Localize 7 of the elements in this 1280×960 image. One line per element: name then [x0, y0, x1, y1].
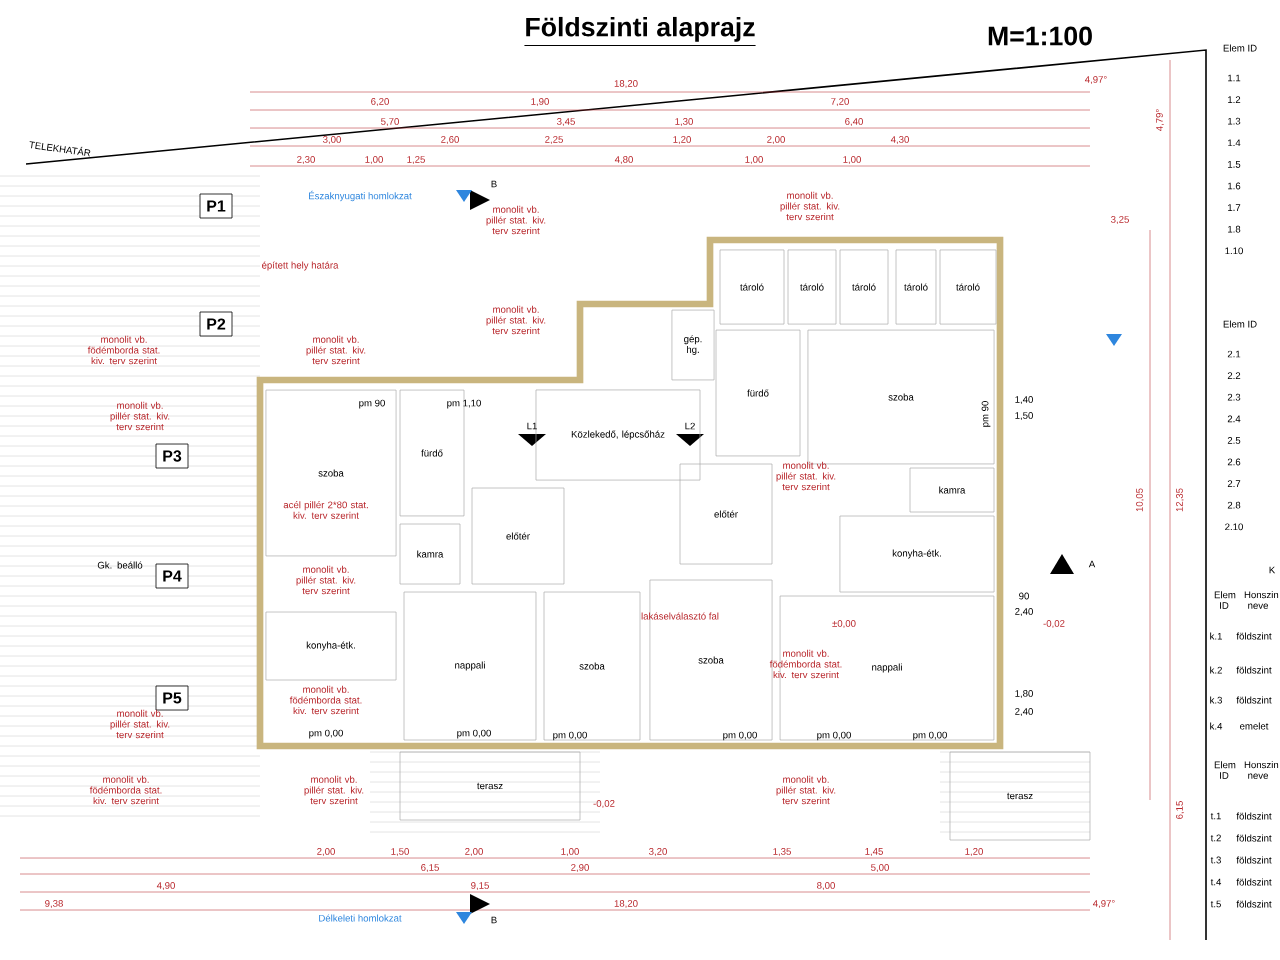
parking-label: P2 — [199, 311, 233, 337]
title: Földszinti alaprajz — [523, 16, 757, 47]
parking-label: P1 — [199, 193, 233, 219]
parking-label: P3 — [155, 443, 189, 469]
label: M=1:100 — [988, 26, 1092, 46]
parking-label: P4 — [155, 563, 189, 589]
parking-label: P5 — [155, 685, 189, 711]
